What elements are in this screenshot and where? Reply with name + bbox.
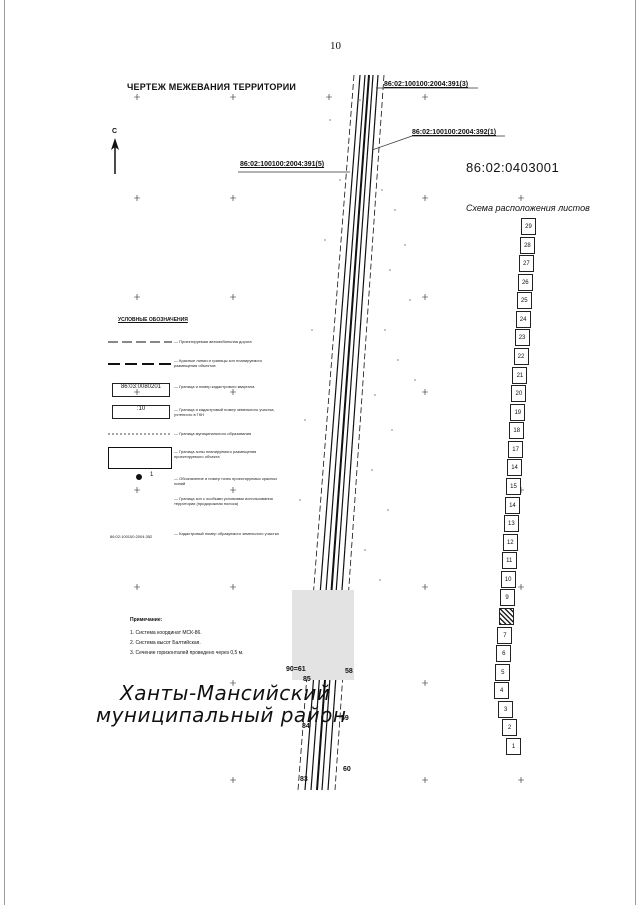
sheet-3: 3: [498, 700, 514, 718]
north-label: С: [112, 128, 118, 135]
legend-zone-box: [108, 447, 172, 469]
sheet-5: 5: [495, 663, 511, 681]
sheet-8: [498, 608, 514, 625]
legend-item-1: — Проектируемая автомобильная дорога: [174, 339, 252, 344]
quarter-number: 86:02:0403001: [466, 160, 560, 175]
legend-title: УСЛОВНЫЕ ОБОЗНАЧЕНИЯ: [118, 317, 188, 323]
sheet-14: 14: [507, 459, 523, 477]
legend-item-3: — Граница и номер кадастрового квартала: [174, 384, 255, 389]
sheet-7: 7: [497, 626, 513, 644]
sheet-25: 25: [516, 292, 532, 310]
legend-item-8: — Граница зон с особыми условиями исполь…: [174, 496, 273, 506]
sheet-1: 1: [506, 738, 521, 755]
page-number: 10: [330, 40, 341, 52]
sheet-28: 28: [519, 236, 535, 254]
legend-small-cad: 86:02:100100:2004:352: [110, 534, 153, 539]
sheet-27: 27: [518, 255, 534, 273]
cadastral-label-2: 86:02:100100:2004:392(1): [412, 129, 497, 136]
point-label-90-61: 90=61: [286, 666, 306, 673]
legend-quarter-box: 86:03:0080201: [112, 383, 170, 397]
sheet-10: 10: [500, 570, 516, 588]
sheet-22: 22: [513, 348, 529, 365]
legend-item-9: — Кадастровый номер образуемого земельно…: [174, 531, 279, 536]
legend-item-4: — Граница и кадастровый номер земельного…: [174, 407, 275, 417]
sheet-2: 2: [502, 719, 518, 737]
page-border-right: [635, 0, 636, 905]
region-name-line-1: Ханты-Мансийский: [120, 681, 331, 705]
sheet-21: 21: [512, 366, 528, 384]
note-1: 1. Система координат МСК-86.: [130, 630, 202, 636]
sheet-6: 6: [496, 645, 512, 663]
page-border-left: [4, 0, 5, 905]
sheet-29: 29: [521, 218, 536, 235]
legend-item-6: — Граница зоны планируемого размещения п…: [174, 449, 257, 459]
cadastral-label-3: 86:02:100100:2004:391(5): [240, 161, 325, 168]
legend-item-7: — Обозначение и номер точек проектируемы…: [174, 476, 278, 486]
notes-title: Примечание:: [130, 617, 163, 623]
point-label-85: 85: [303, 676, 311, 683]
sheet-20: 20: [511, 385, 527, 403]
sheet-4: 4: [494, 682, 510, 700]
sheet-9: 9: [499, 589, 515, 607]
legend-parcel-box: :10: [112, 405, 170, 419]
north-arrow-icon: [111, 138, 119, 174]
point-label-83: 83: [300, 776, 308, 783]
sheet-26: 26: [517, 273, 533, 291]
legend-point-number: 1: [150, 472, 154, 478]
sheet-14: 14: [504, 496, 520, 514]
region-name: Ханты-Мансийский муниципальный район: [96, 682, 347, 726]
note-2: 2. Система высот Балтийская.: [130, 640, 201, 646]
cadastral-label-1: 86:02:100100:2004:391(3): [384, 81, 469, 88]
legend-line-samples: [108, 341, 172, 365]
legend-item-5: — Граница муниципального образования: [174, 431, 252, 436]
sheet-12: 12: [502, 533, 518, 551]
drawing-title: ЧЕРТЕЖ МЕЖЕВАНИЯ ТЕРРИТОРИИ: [127, 82, 297, 92]
sheet-15: 15: [506, 478, 521, 495]
point-label-60: 60: [343, 766, 351, 773]
note-3: 3. Сечение горизонталей проведено через …: [130, 650, 244, 656]
sheet-11: 11: [501, 552, 517, 570]
sheet-scheme-title: Схема расположения листов: [466, 203, 590, 213]
point-label-58: 58: [345, 668, 353, 675]
point-marker-icon: [136, 474, 142, 480]
legend-item-2: — Красные линии и границы зон планируемо…: [174, 358, 263, 368]
sheet-19: 19: [510, 403, 526, 421]
region-name-line-2: муниципальный район: [96, 703, 347, 727]
legend-boundary-sample: [108, 433, 172, 435]
sheet-18: 18: [509, 422, 525, 440]
point-label-84: 84: [302, 723, 310, 730]
point-label-59: 59: [341, 715, 349, 722]
sheet-23: 23: [514, 329, 530, 347]
sheet-17: 17: [508, 440, 524, 458]
sheet-13: 13: [503, 515, 519, 533]
sheet-24: 24: [515, 310, 531, 328]
